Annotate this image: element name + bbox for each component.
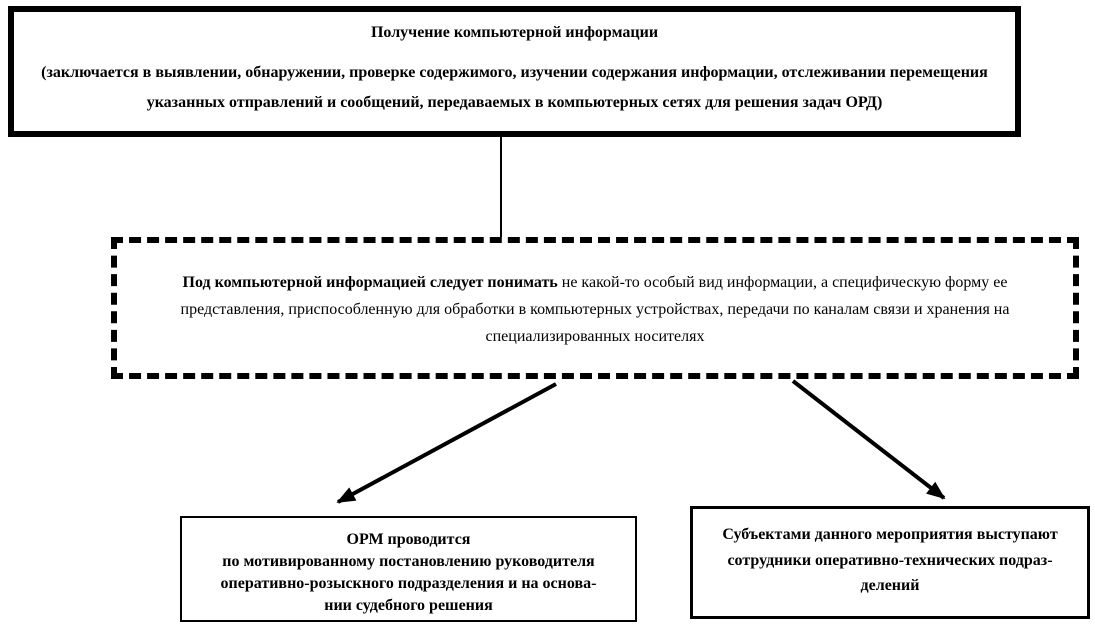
arrow-right	[791, 379, 946, 500]
definition-body: не какой-то особый вид информации, а спе…	[180, 274, 1010, 346]
text-line: оперативно-розыскного подразделения и на…	[220, 574, 597, 592]
subjects-box: Субъектами данного мероприятия выступают…	[690, 506, 1090, 619]
connector-line	[500, 137, 502, 237]
top-box: Получение компьютерной информации (заклю…	[8, 6, 1021, 137]
arrow-left	[336, 382, 557, 504]
definition-lead: Под компьютерной информацией следует пон…	[182, 274, 558, 291]
text-line: ОРМ проводится	[346, 531, 471, 548]
text-line: сотрудники оперативно-технических подраз…	[727, 551, 1053, 569]
definition-box: Под компьютерной информацией следует пон…	[111, 237, 1079, 379]
top-box-title: Получение компьютерной информации	[370, 24, 659, 41]
text-line: делений	[860, 577, 920, 595]
orm-procedure-box: ОРМ проводится по мотивированному постан…	[180, 516, 637, 622]
text-line: по мотивированному постановлению руковод…	[222, 552, 595, 570]
top-box-body: (заключается в выявлении, обнаружении, п…	[41, 64, 988, 111]
text-line: Субъектами данного мероприятия выступают	[722, 526, 1058, 543]
definition-text: Под компьютерной информацией следует пон…	[151, 269, 1039, 351]
text-line: нии судебного решения	[324, 596, 493, 614]
